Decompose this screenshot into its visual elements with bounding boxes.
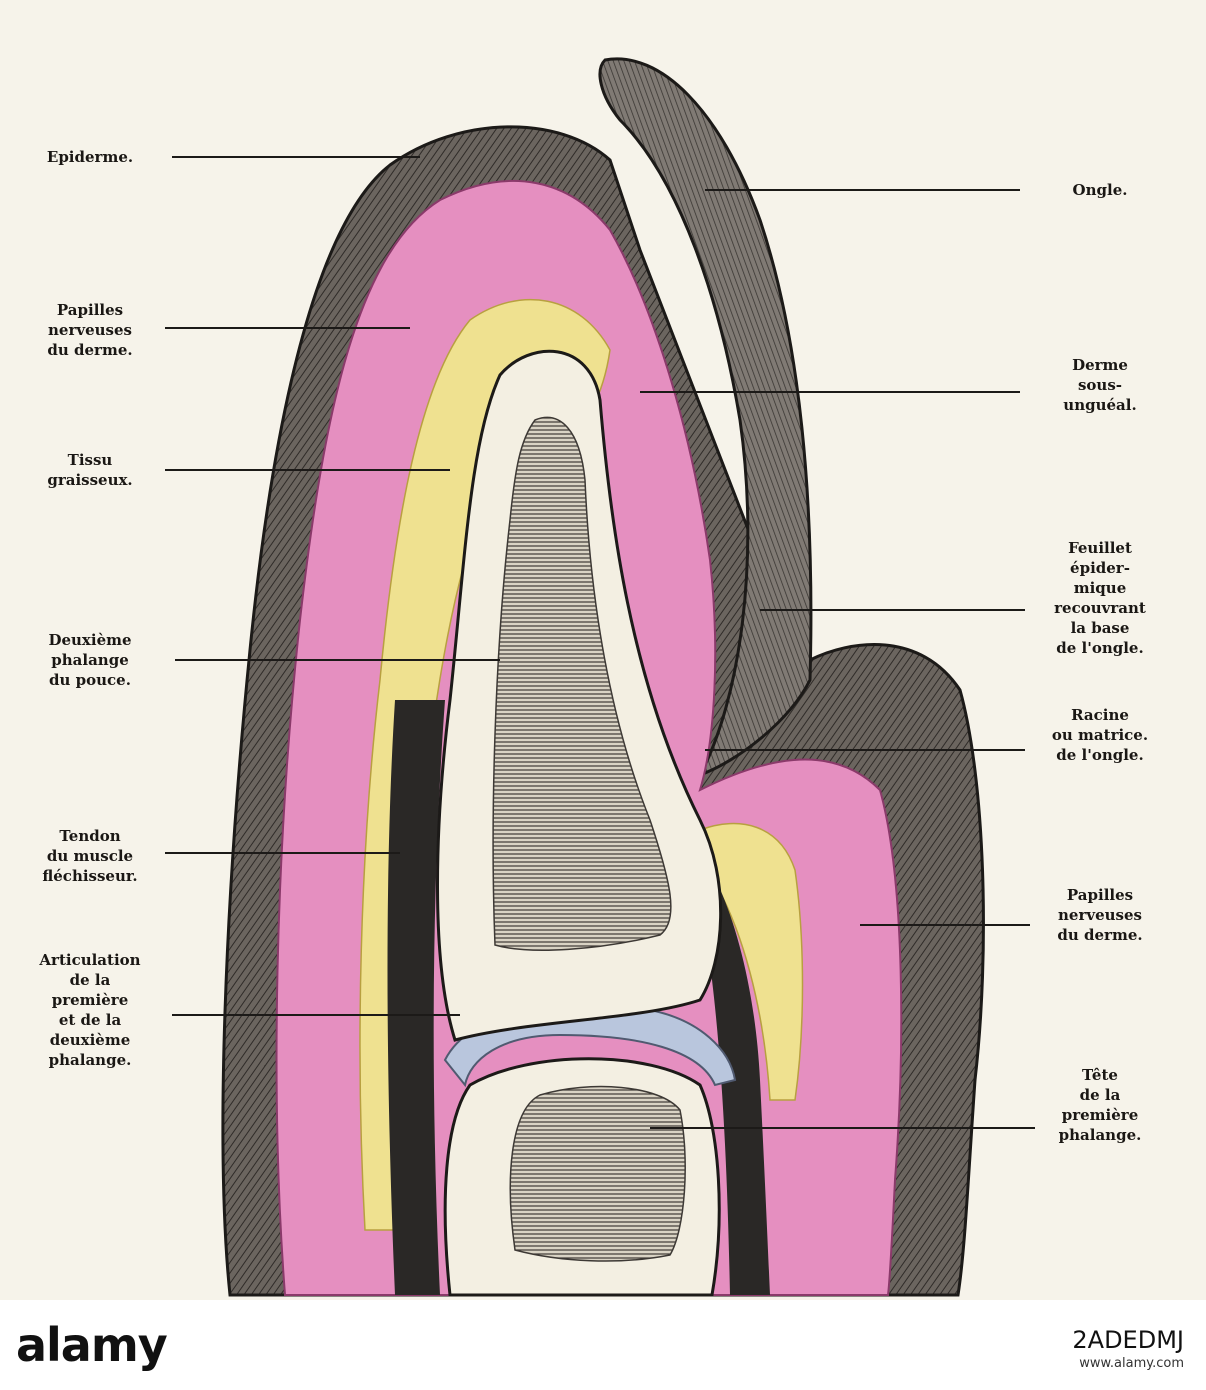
label-papilles-right: Papilles nerveuses du derme.	[1057, 886, 1143, 944]
footer-url: www.alamy.com	[1079, 1356, 1184, 1371]
anatomy-drawing	[165, 57, 1035, 1297]
tendon-band-right	[702, 860, 770, 1295]
label-tendon: Tendon du muscle fléchisseur.	[42, 827, 138, 885]
nail	[598, 57, 813, 778]
label-ongle: Ongle.	[1072, 181, 1128, 199]
second-phalanx-marrow	[492, 416, 672, 951]
label-feuillet: Feuillet épider- mique recouvrant la bas…	[1054, 539, 1146, 657]
image-id: 2ADEDMJ	[1072, 1326, 1184, 1354]
first-phalanx-marrow	[509, 1085, 686, 1262]
alamy-logo: alamy	[16, 1318, 168, 1372]
label-epiderme: Epiderme.	[46, 148, 134, 166]
tendon-band	[387, 700, 445, 1295]
label-deuxieme-phalange: Deuxième phalange du pouce.	[48, 631, 132, 689]
label-tissu: Tissu graisseux.	[47, 451, 133, 489]
label-derme-sous: Derme sous- unguéal.	[1063, 356, 1137, 414]
label-papilles-left: Papilles nerveuses du derme.	[47, 301, 133, 359]
watermark-footer	[0, 1300, 1206, 1390]
label-racine: Racine ou matrice. de l'ongle.	[1051, 706, 1149, 764]
label-tete: Tête de la première phalange.	[1058, 1066, 1142, 1144]
label-articulation: Articulation de la première et de la deu…	[39, 951, 141, 1069]
fat-tissue-right	[699, 822, 804, 1101]
